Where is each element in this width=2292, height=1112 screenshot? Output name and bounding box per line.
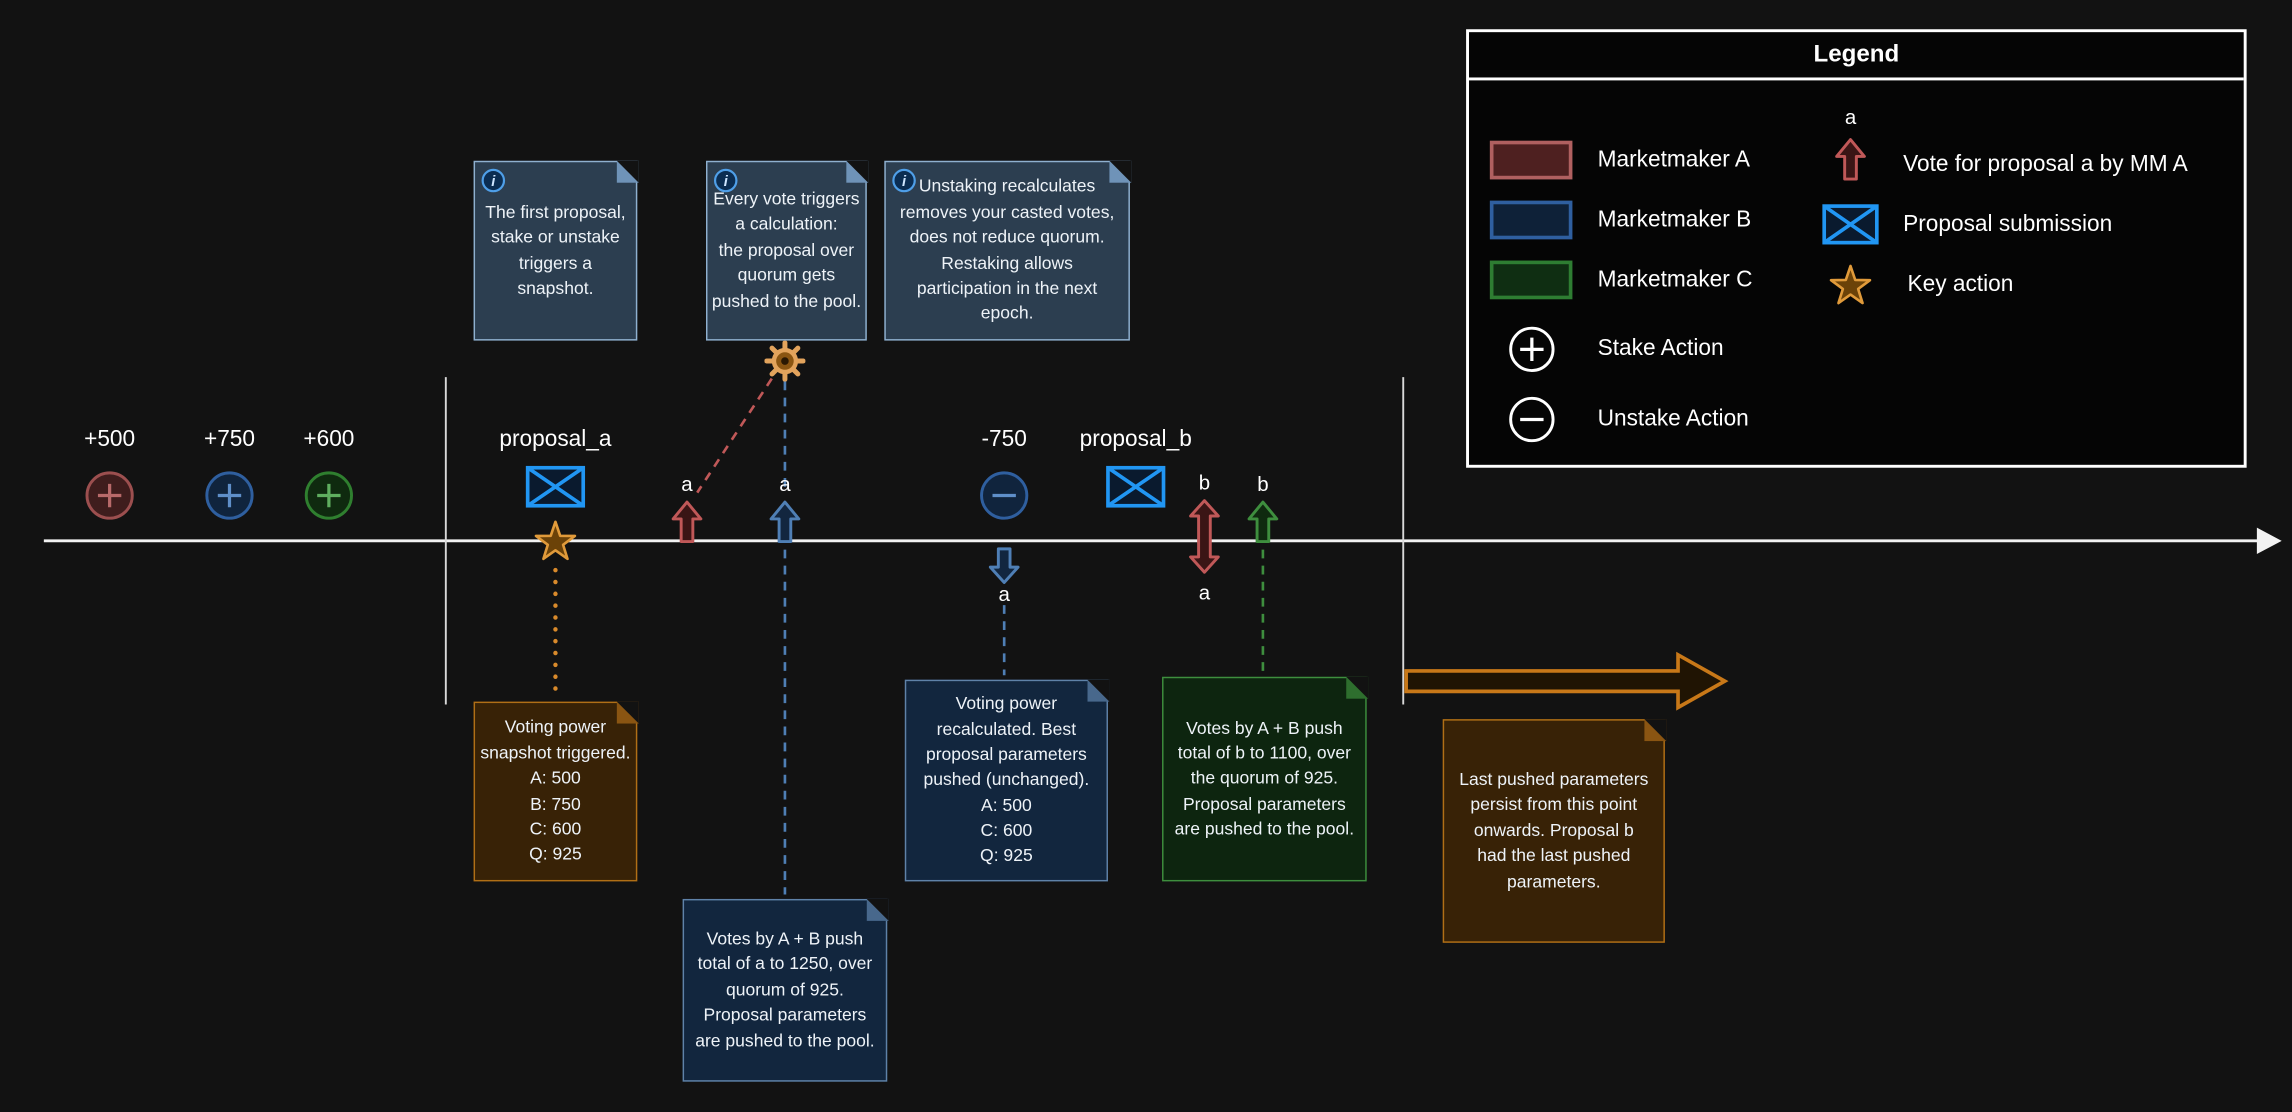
vote-a-recalled-mmb-label: a: [998, 581, 1010, 606]
stake-c-label: +600: [303, 426, 355, 452]
info-icon: i: [892, 168, 917, 193]
legend: Legend Marketmaker A Marketmaker B Marke…: [1466, 29, 2247, 468]
vote-b-mmc-arrow-icon: [1247, 500, 1279, 544]
unstake-action-icon: [1509, 396, 1555, 443]
calculation-gear-icon: [764, 340, 806, 382]
marketmaker-a-swatch: [1489, 140, 1573, 180]
vote-a-mmb-arrow-icon: [769, 500, 801, 544]
proposal-b-label: proposal_b: [1079, 426, 1192, 452]
unstake-b-icon: [980, 471, 1029, 520]
info-icon: i: [713, 168, 738, 193]
vote-a-mma-arrow-icon: [671, 500, 703, 544]
stake-b-icon: [205, 471, 254, 520]
svg-text:i: i: [902, 174, 907, 190]
timeline-arrowhead: [2256, 527, 2282, 554]
info-icon: i: [481, 168, 506, 193]
proposal-b-envelope-icon: [1106, 465, 1166, 508]
stake-action-icon: [1509, 326, 1555, 373]
vote-switch-mma-arrow-icon: [1189, 499, 1220, 574]
legend-vote-letter: a: [1844, 105, 1857, 129]
svg-text:i: i: [724, 174, 729, 190]
proposal-a-label: proposal_a: [499, 426, 612, 452]
marketmaker-c-label: Marketmaker C: [1597, 267, 1753, 293]
legend-key-action-label: Key action: [1907, 271, 2014, 297]
stake-c-icon: [304, 471, 354, 520]
marketmaker-a-label: Marketmaker A: [1597, 147, 1750, 173]
legend-title: Legend: [1469, 32, 2244, 81]
stake-a-icon: [85, 471, 134, 520]
vote-b-mmc-label: b: [1257, 472, 1269, 496]
legend-star-icon: [1829, 264, 1872, 305]
vote-a-mmb-label: a: [779, 472, 791, 496]
marketmaker-c-swatch: [1489, 260, 1573, 300]
legend-envelope-icon: [1822, 204, 1879, 245]
vote-a-recalled-mmb-arrow-icon: [988, 547, 1020, 584]
calc-connector-diagonal: [696, 377, 773, 494]
vote-a-mma-label: a: [681, 472, 693, 496]
vote-a-recalled-mma-label: a: [1198, 580, 1211, 604]
marketmaker-b-label: Marketmaker B: [1597, 207, 1752, 233]
legend-proposal-label: Proposal submission: [1903, 211, 2113, 237]
svg-text:i: i: [491, 174, 496, 190]
key-action-star-icon: [534, 520, 577, 561]
stake-b-label: +750: [203, 426, 256, 452]
proposal-a-envelope-icon: [525, 465, 586, 508]
legend-vote-arrow-icon: [1835, 138, 1866, 181]
stake-action-label: Stake Action: [1597, 336, 1724, 362]
marketmaker-b-swatch: [1489, 200, 1573, 240]
unstake-action-label: Unstake Action: [1597, 406, 1749, 432]
unstake-b-label: -750: [981, 426, 1027, 452]
legend-vote-label: Vote for proposal a by MM A: [1903, 152, 2188, 177]
epoch-continuation-arrow: [1404, 651, 1729, 711]
stake-a-label: +500: [84, 426, 136, 452]
vote-b-mma-label: b: [1198, 470, 1211, 495]
